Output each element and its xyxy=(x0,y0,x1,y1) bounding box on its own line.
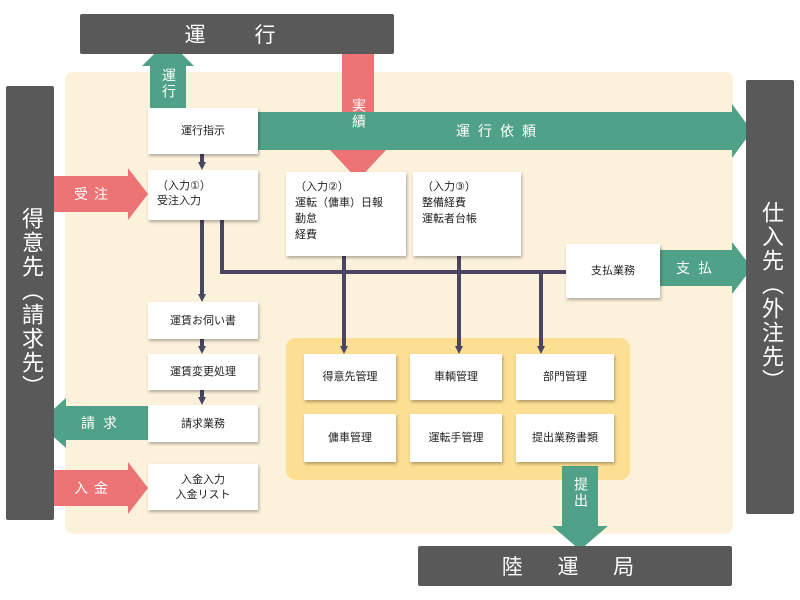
box-bumon-kanri[interactable]: 部門管理 xyxy=(516,354,614,400)
box-input3-seibi[interactable]: （入力③） 整備経費 運転者台帳 xyxy=(413,172,521,256)
box-seikyu-gyomu[interactable]: 請求業務 xyxy=(148,405,258,442)
arrow-unko-irai-label: 運行依頼 xyxy=(456,124,544,140)
arrow-nyukin-shape xyxy=(54,462,148,514)
box-nyukin[interactable]: 入金入力 入金リスト xyxy=(148,464,258,510)
bottom-bar-rikuunkyoku: 陸 運 局 xyxy=(418,546,732,586)
arrow-juchu-label: 受注 xyxy=(74,187,114,203)
arrow-teishutsu-shape xyxy=(552,466,608,550)
box-unchin-ukagai[interactable]: 運賃お伺い書 xyxy=(148,302,258,339)
box-sharyo-kanri[interactable]: 車輌管理 xyxy=(410,354,502,400)
arrow-seikyu-label: 請求 xyxy=(81,416,125,432)
arrow-jisseki-label: 実績 xyxy=(350,98,366,130)
arrow-unko-irai-shape xyxy=(258,104,752,158)
top-bar-unko: 運 行 xyxy=(80,14,394,54)
right-bar-shiiresaki: 仕入先（外注先） xyxy=(746,80,794,514)
left-bar-tokuisaki: 得意先（請求先） xyxy=(6,86,54,520)
box-unchin-henko[interactable]: 運賃変更処理 xyxy=(148,354,258,390)
box-tokuisaki-kanri[interactable]: 得意先管理 xyxy=(304,354,396,400)
arrow-unko-up-label: 運行 xyxy=(160,68,176,100)
arrow-shiharai-shape xyxy=(660,242,752,294)
box-input2-nippo[interactable]: （入力②） 運転（傭車）日報 勤怠 経費 xyxy=(286,172,406,256)
arrow-unko-up-shape xyxy=(142,40,194,108)
arrow-seikyu-shape xyxy=(38,398,148,448)
box-teishutsu-shorui[interactable]: 提出業務書類 xyxy=(516,414,614,462)
arrow-shiharai-label: 支払 xyxy=(676,261,720,277)
box-input1-juchu[interactable]: （入力①） 受注入力 xyxy=(148,170,258,220)
box-yosha-kanri[interactable]: 傭車管理 xyxy=(304,414,396,462)
arrow-teishutsu-label: 提出 xyxy=(572,477,588,509)
connector-input1-shiharai xyxy=(220,220,566,274)
box-unko-shiji[interactable]: 運行指示 xyxy=(148,108,258,154)
box-shiharai-gyomu[interactable]: 支払業務 xyxy=(566,244,660,298)
arrow-nyukin-label: 入金 xyxy=(74,481,114,497)
box-untenshu-kanri[interactable]: 運転手管理 xyxy=(410,414,502,462)
arrow-juchu-shape xyxy=(54,168,148,220)
